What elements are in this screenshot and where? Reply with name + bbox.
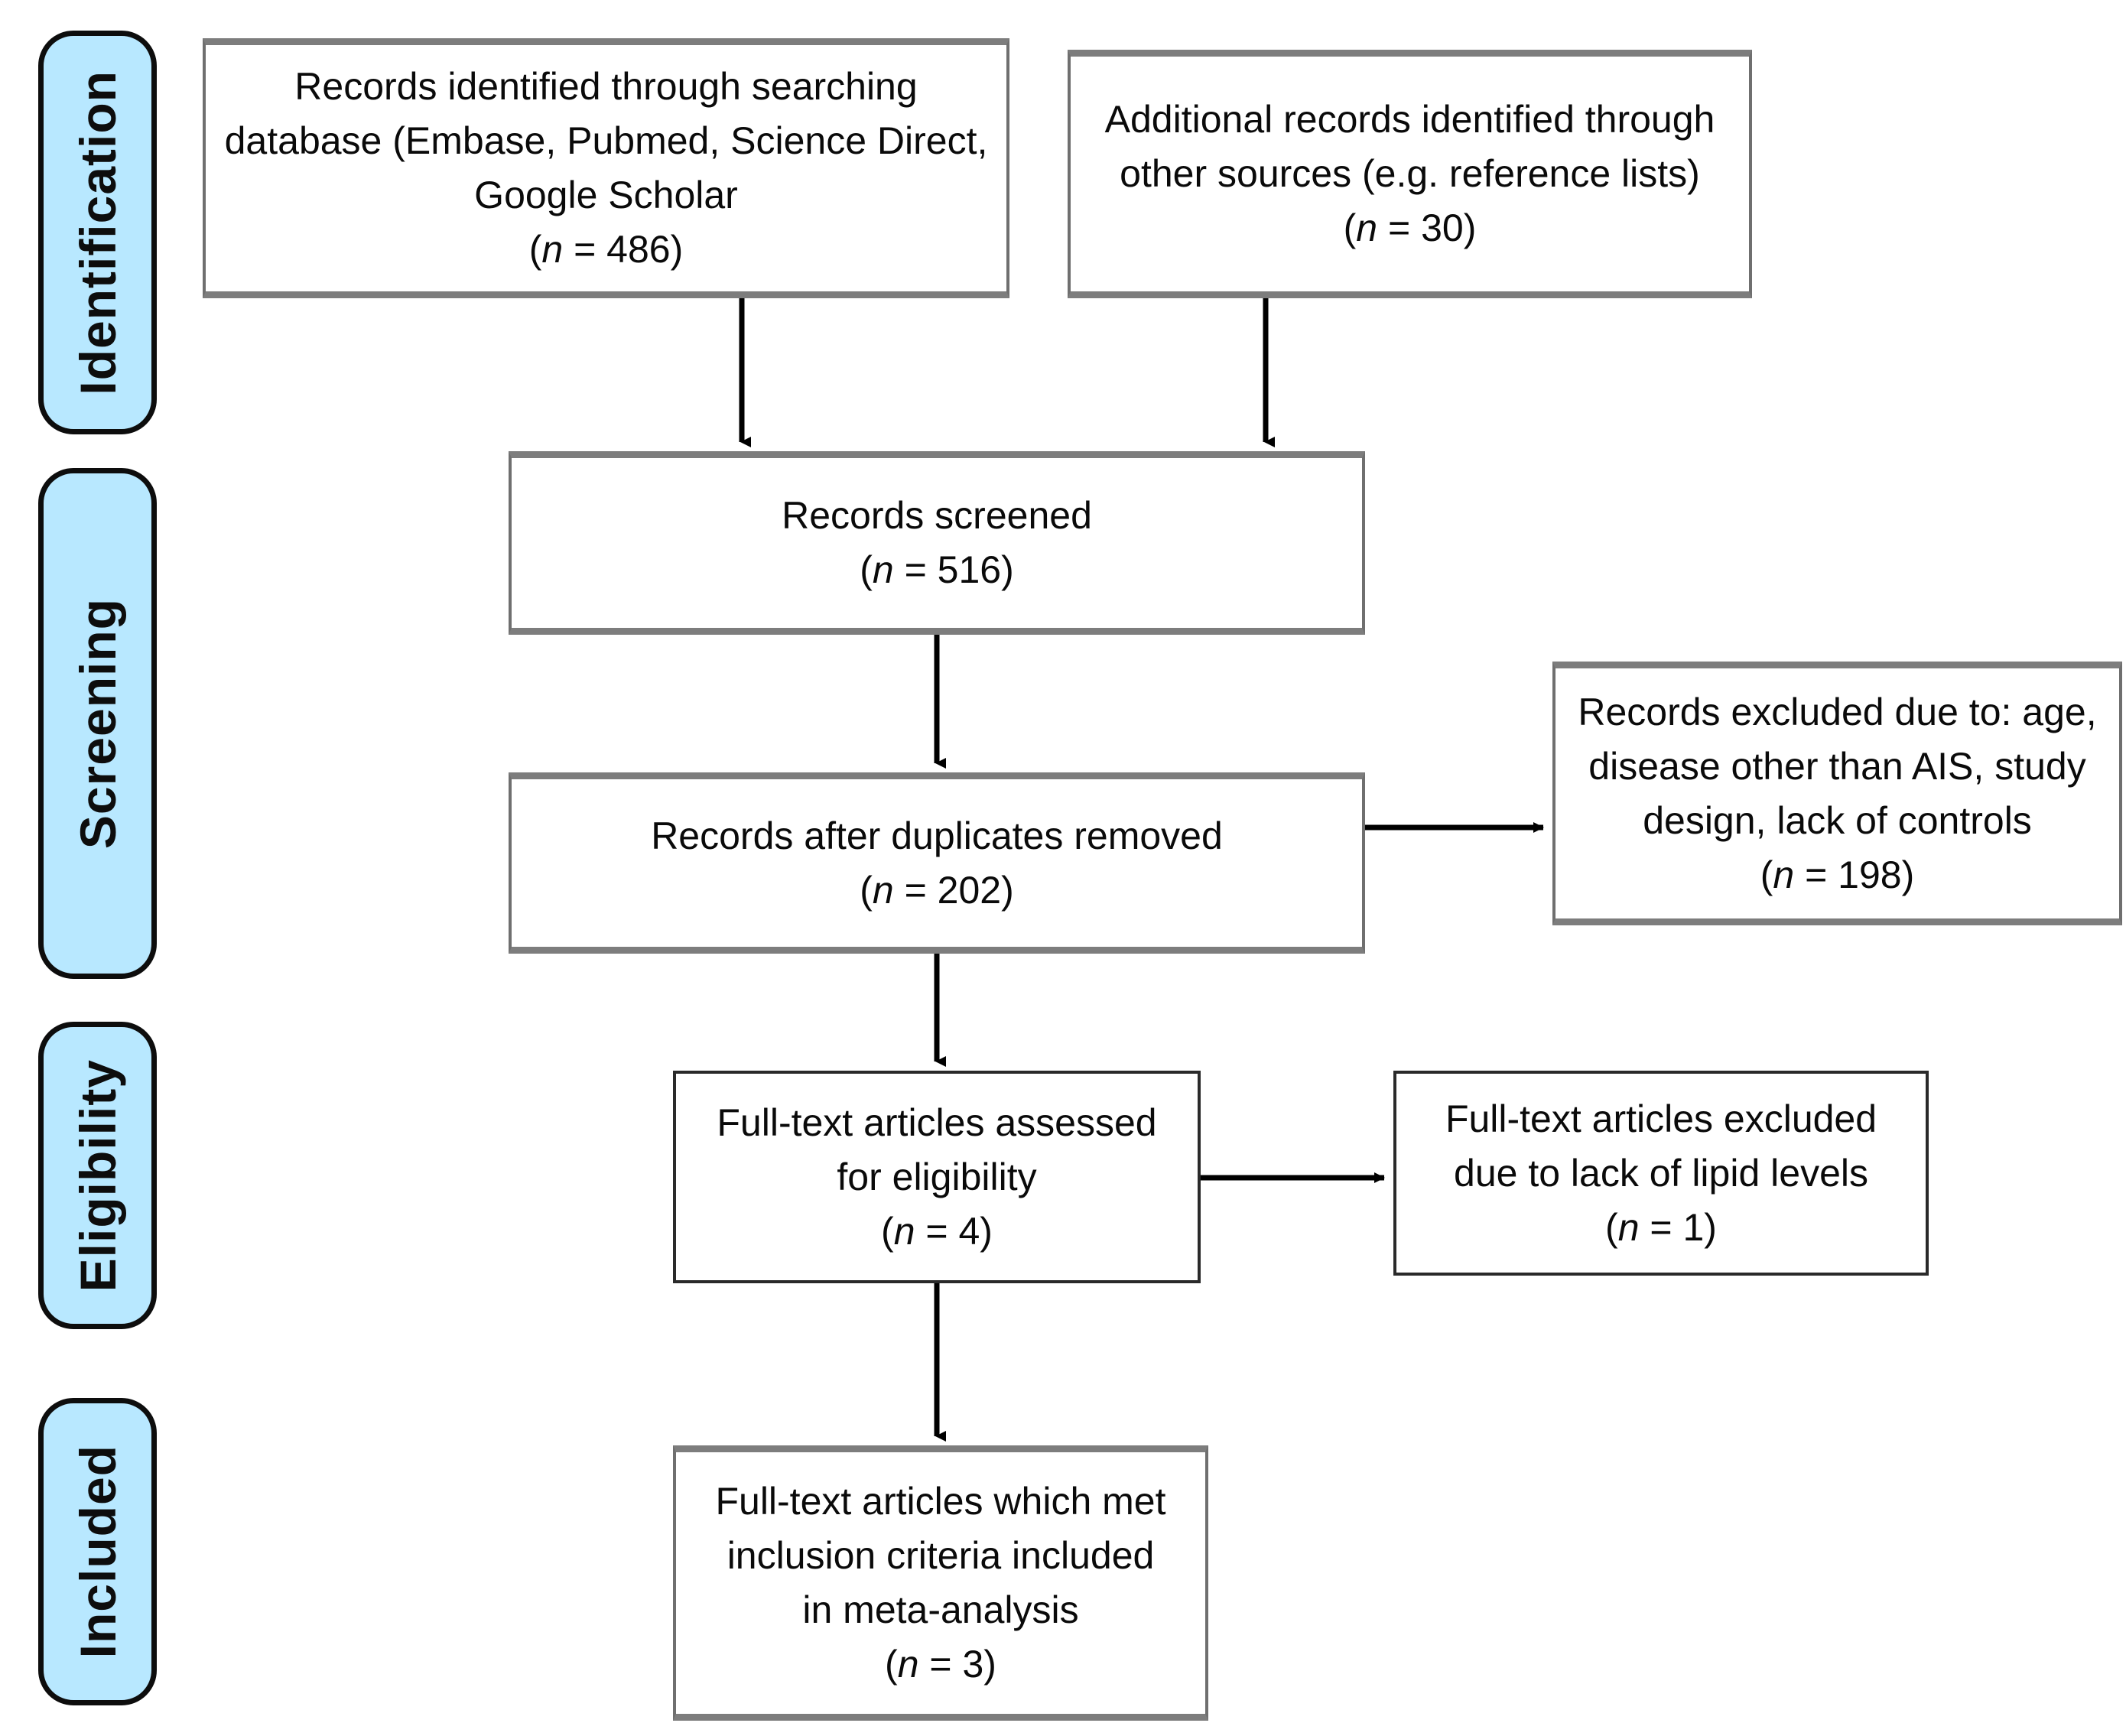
box-records-identified-line-2: database (Embase, Pubmed, Science Direct… <box>224 119 988 162</box>
box-additional-records-line-2: other sources (e.g. reference lists) <box>1120 152 1700 195</box>
stage-tab-identification: Identification <box>38 31 157 434</box>
box-fulltext-assessed: Full-text articles assessed for eligibil… <box>673 1071 1201 1283</box>
box-fulltext-assessed-line-1: Full-text articles assessed <box>717 1100 1157 1144</box>
box-duplicates-removed: Records after duplicates removed (n = 20… <box>509 772 1365 954</box>
box-fulltext-included-line-1: Full-text articles which met <box>715 1480 1166 1523</box>
box-duplicates-removed-count: (n = 202) <box>860 868 1014 912</box>
box-additional-records: Additional records identified through ot… <box>1068 50 1752 298</box>
box-fulltext-assessed-line-2: for eligibility <box>837 1155 1037 1198</box>
box-fulltext-excluded-count: (n = 1) <box>1605 1205 1717 1249</box>
stage-tab-identification-label: Identification <box>69 70 126 395</box>
box-records-excluded-count: (n = 198) <box>1760 853 1915 896</box>
box-records-identified-line-1: Records identified through searching <box>294 65 918 108</box>
stage-tab-included: Included <box>38 1398 157 1705</box>
box-records-identified-line-3: Google Scholar <box>474 174 738 216</box>
stage-tab-eligibility: Eligibility <box>38 1022 157 1329</box>
box-records-excluded: Records excluded due to: age, disease ot… <box>1552 662 2122 925</box>
box-fulltext-excluded-line-1: Full-text articles excluded <box>1445 1097 1877 1140</box>
box-fulltext-included-count: (n = 3) <box>885 1643 996 1686</box>
box-records-identified-count: (n = 486) <box>528 228 684 271</box>
box-records-identified: Records identified through searching dat… <box>203 38 1009 298</box>
stage-tab-screening-label: Screening <box>69 597 126 850</box>
stage-tab-included-label: Included <box>69 1445 126 1659</box>
box-fulltext-excluded: Full-text articles excluded due to lack … <box>1393 1071 1929 1276</box>
box-fulltext-assessed-count: (n = 4) <box>881 1209 993 1253</box>
box-records-screened: Records screened (n = 516) <box>509 451 1365 635</box>
box-records-excluded-line-3: design, lack of controls <box>1643 798 2032 842</box>
box-records-excluded-line-2: disease other than AIS, study <box>1588 744 2086 788</box>
box-fulltext-excluded-line-2: due to lack of lipid levels <box>1454 1151 1868 1195</box>
stage-tab-screening: Screening <box>38 468 157 979</box>
box-duplicates-removed-line-1: Records after duplicates removed <box>651 814 1223 857</box>
box-fulltext-included-line-2: inclusion criteria included <box>727 1534 1155 1577</box>
box-records-excluded-line-1: Records excluded due to: age, <box>1578 690 2097 733</box>
box-records-screened-line-1: Records screened <box>782 494 1092 537</box>
box-records-screened-count: (n = 516) <box>860 548 1014 591</box>
box-fulltext-included-line-3: in meta-analysis <box>802 1588 1079 1631</box>
stage-tab-eligibility-label: Eligibility <box>69 1058 126 1292</box>
box-additional-records-count: (n = 30) <box>1343 206 1477 249</box>
box-additional-records-line-1: Additional records identified through <box>1104 98 1715 141</box>
box-fulltext-included: Full-text articles which met inclusion c… <box>673 1445 1208 1721</box>
